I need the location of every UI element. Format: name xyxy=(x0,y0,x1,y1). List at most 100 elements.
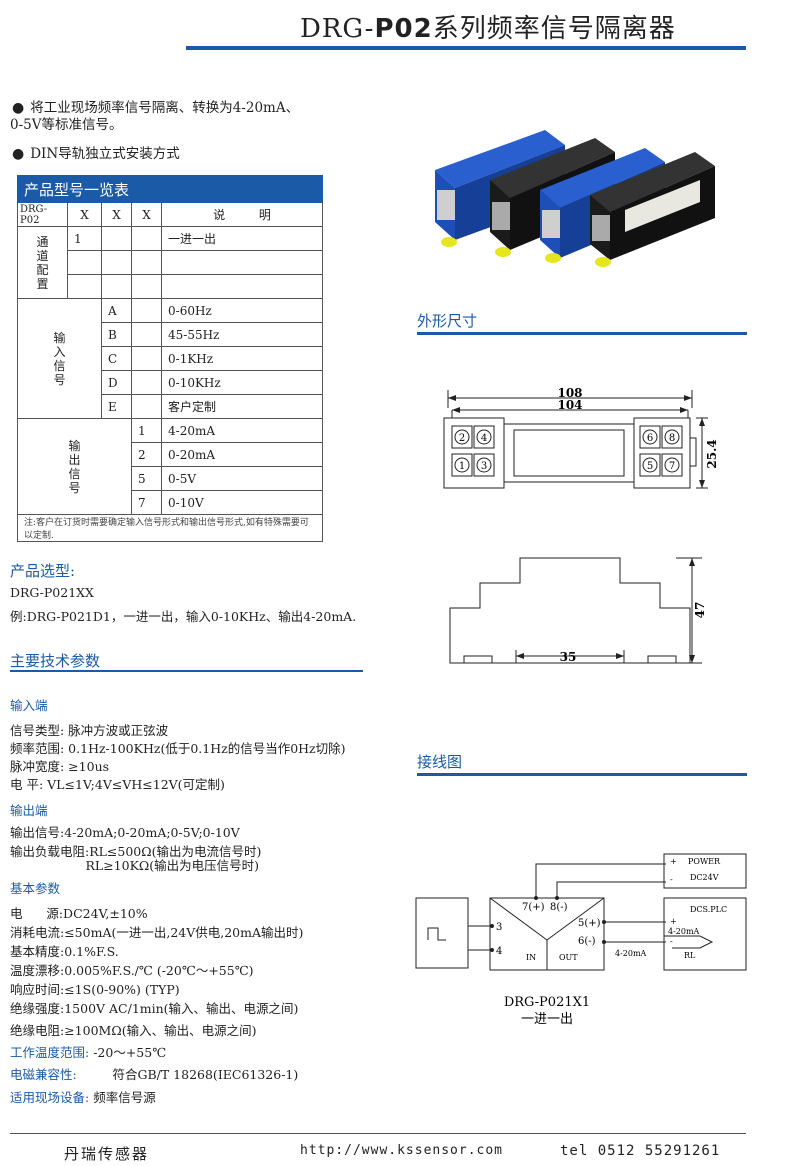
dim-35: 35 xyxy=(560,650,577,664)
dim-104: 104 xyxy=(557,398,582,412)
input-code: B xyxy=(101,322,132,347)
terminal-6: 6(-) xyxy=(578,936,596,947)
plus-sign: + xyxy=(670,917,677,926)
emc: 电磁兼容性: 符合GB/T 18268(IEC61326-1) xyxy=(10,1067,299,1082)
footer-website[interactable]: http://www.kssensor.com xyxy=(300,1143,504,1158)
basic-section-title: 基本参数 xyxy=(10,881,61,896)
input-code: C xyxy=(101,346,132,371)
dim-47: 47 xyxy=(693,602,707,619)
bullet-1: ●将工业现场频率信号隔离、转换为4-20mA、 xyxy=(12,100,300,116)
page-title: DRG-P02系列频率信号隔离器 xyxy=(300,14,676,44)
application: 适用现场设备: 频率信号源 xyxy=(10,1090,156,1105)
selection-title: 产品选型: xyxy=(10,562,76,580)
output-label: 输 出 信 号 xyxy=(17,418,132,515)
table-head-x2: X xyxy=(101,202,132,227)
terminal-3: 3 xyxy=(496,922,502,933)
input-code: A xyxy=(101,298,132,323)
temp-range: 工作温度范围: -20～+55℃ xyxy=(10,1045,167,1060)
input-section-title: 输入端 xyxy=(10,698,48,713)
table-head-desc: 说 明 xyxy=(161,202,323,227)
output-code: 1 xyxy=(131,418,162,443)
pin-label: 4 xyxy=(481,433,487,444)
minus-sign: - xyxy=(670,875,673,884)
minus-sign: - xyxy=(670,937,673,946)
table-head-x3: X xyxy=(131,202,162,227)
output-param: RL≥10KΩ(输出为电压信号时) xyxy=(10,858,260,873)
output-signal-label: 4-20mA xyxy=(668,927,700,936)
pin-label: 7 xyxy=(669,461,675,472)
model-table: 产品型号一览表 DRG-P02 X X X 说 明 通 道 配 置 1 一进一出… xyxy=(17,175,323,542)
title-rule xyxy=(186,46,746,50)
dcs-plc-label: DCS.PLC xyxy=(690,905,727,914)
input-desc: 客户定制 xyxy=(161,394,323,419)
params-title: 主要技术参数 xyxy=(10,652,101,670)
wiring-diagram: POWER DC24V + - DCS.PLC 4-20mA RL + - 4-… xyxy=(415,853,747,1027)
bullet-dot-icon: ● xyxy=(12,146,25,162)
basic-param: 消耗电流:≤50mA(一进一出,24V供电,20mA输出时) xyxy=(10,925,304,940)
pin-label: 5 xyxy=(647,461,653,472)
params-rule xyxy=(10,670,363,672)
table-title: 产品型号一览表 xyxy=(17,175,323,203)
pin-label: 6 xyxy=(647,433,653,444)
dimensions-title: 外形尺寸 xyxy=(417,312,478,330)
input-desc: 0-1KHz xyxy=(161,346,323,371)
wiring-rule xyxy=(417,773,747,776)
pin-label: 1 xyxy=(459,461,465,472)
device-4 xyxy=(590,152,715,267)
output-code: 7 xyxy=(131,490,162,515)
channel-desc: 一进一出 xyxy=(161,226,323,251)
footer-phone: tel 0512 55291261 xyxy=(560,1143,721,1159)
wiring-title: 接线图 xyxy=(417,753,463,771)
input-code: D xyxy=(101,370,132,395)
in-label: IN xyxy=(526,953,536,962)
output-desc: 4-20mA xyxy=(161,418,323,443)
dc24v-label: DC24V xyxy=(690,873,719,882)
output-desc: 0-5V xyxy=(161,466,323,491)
terminal-8: 8(-) xyxy=(550,902,568,913)
input-desc: 45-55Hz xyxy=(161,322,323,347)
bullet-1-cont: 0-5V等标准信号。 xyxy=(10,117,123,133)
channel-code: 1 xyxy=(67,226,102,251)
terminal-7: 7(+) xyxy=(522,902,545,913)
output-desc: 0-20mA xyxy=(161,442,323,467)
output-code: 5 xyxy=(131,466,162,491)
dim-108: 108 xyxy=(557,388,582,400)
pin-label: 2 xyxy=(459,433,465,444)
basic-param: 绝缘强度:1500V AC/1min(输入、输出、电源之间) xyxy=(10,1001,299,1016)
dimensions-rule xyxy=(417,332,747,335)
wiring-mode: 一进一出 xyxy=(521,1012,573,1027)
table-head-x1: X xyxy=(67,202,102,227)
bullet-dot-icon: ● xyxy=(12,100,25,116)
pin-label: 8 xyxy=(669,433,675,444)
rl-label: RL xyxy=(684,951,696,960)
dim-25-4: 25.4 xyxy=(705,439,719,468)
basic-param: 响应时间:≤1S(0-90%) (TYP) xyxy=(10,982,180,997)
out-label: OUT xyxy=(559,953,578,962)
basic-param: 温度漂移:0.005%F.S./℃ (-20℃～+55℃) xyxy=(10,963,254,978)
footer-rule xyxy=(10,1133,746,1134)
output-param: 输出信号:4-20mA;0-20mA;0-5V;0-10V xyxy=(10,825,240,840)
terminal-4: 4 xyxy=(496,946,502,957)
plus-sign: + xyxy=(670,857,677,866)
input-param: 信号类型: 脉冲方波或正弦波 xyxy=(10,723,169,738)
input-code: E xyxy=(101,394,132,419)
basic-param: 电 源:DC24V,±10% xyxy=(10,906,148,921)
pin-label: 3 xyxy=(481,461,487,472)
input-param: 频率范围: 0.1Hz-100KHz(低于0.1Hz的信号当作0Hz切除) xyxy=(10,741,346,756)
output-section-title: 输出端 xyxy=(10,803,48,818)
output-signal-label-2: 4-20mA xyxy=(615,949,647,958)
table-head-model: DRG-P02 xyxy=(17,202,68,227)
channel-label: 通 道 配 置 xyxy=(17,226,68,299)
input-desc: 0-60Hz xyxy=(161,298,323,323)
selection-example: 例:DRG-P021D1，一进一出，输入0-10KHz、输出4-20mA. xyxy=(10,609,357,624)
basic-param: 绝缘电阻:≥100MΩ(输入、输出、电源之间) xyxy=(10,1023,257,1038)
wiring-model: DRG-P021X1 xyxy=(504,995,590,1010)
selection-model: DRG-P021XX xyxy=(10,585,94,600)
input-param: 脉冲宽度: ≥10us xyxy=(10,759,110,774)
input-param: 电 平: VL≤1V;4V≤VH≤12V(可定制) xyxy=(10,777,225,792)
output-desc: 0-10V xyxy=(161,490,323,515)
bullet-2: ●DIN导轨独立式安装方式 xyxy=(12,146,180,162)
input-desc: 0-10KHz xyxy=(161,370,323,395)
dimension-drawing: 2 4 6 8 1 3 5 7 108 104 35 25.4 47 xyxy=(443,388,719,664)
output-code: 2 xyxy=(131,442,162,467)
